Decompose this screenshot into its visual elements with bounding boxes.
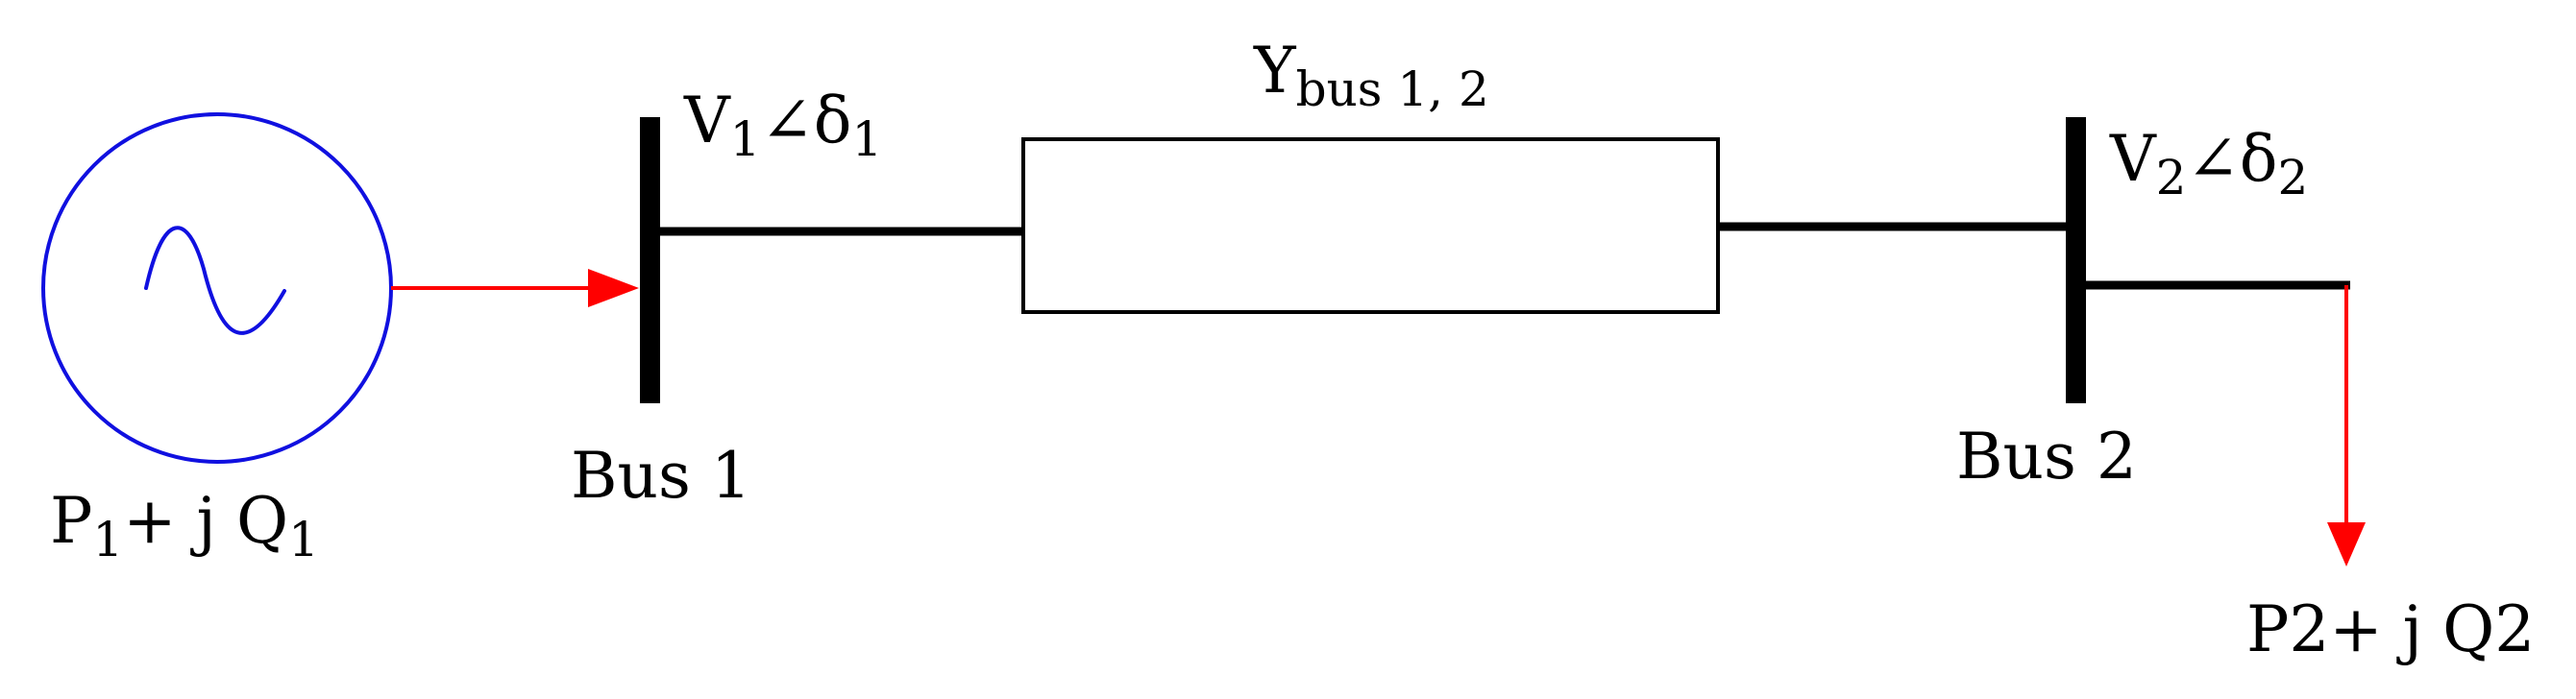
bus-1-voltage-angle: ∠δ bbox=[760, 84, 851, 157]
bus-2-bar bbox=[2066, 117, 2086, 403]
source-power-q-sub: 1 bbox=[288, 512, 319, 567]
bus-1-voltage-v: V bbox=[683, 84, 731, 157]
source-power-label: P1+ j Q1 bbox=[50, 484, 319, 567]
bus-2-name: Bus 2 bbox=[1956, 420, 2137, 494]
source-power-p: P bbox=[50, 484, 92, 558]
sine-wave-icon bbox=[144, 226, 286, 335]
line-admittance-y: Y bbox=[1253, 34, 1297, 108]
injection-arrow bbox=[391, 269, 639, 307]
line-admittance-sub: bus 1, 2 bbox=[1296, 61, 1489, 117]
bus-1-name: Bus 1 bbox=[571, 439, 751, 513]
bus-1-voltage-angle-sub: 1 bbox=[852, 111, 883, 167]
generator-source bbox=[41, 112, 393, 464]
bus-1-voltage-label: V1∠δ1 bbox=[683, 84, 882, 167]
bus-1-voltage-v-sub: 1 bbox=[730, 111, 761, 167]
source-power-q: + j Q bbox=[123, 484, 288, 558]
injection-arrow-head bbox=[588, 269, 639, 307]
line-admittance-box bbox=[1021, 137, 1720, 314]
bus-2-voltage-angle: ∠δ bbox=[2186, 122, 2277, 196]
load-power-label: P2+ j Q2 bbox=[2246, 592, 2535, 666]
generator-circle bbox=[41, 112, 393, 464]
line-admittance-label: Ybus 1, 2 bbox=[1253, 34, 1489, 117]
load-arrow bbox=[2327, 285, 2366, 566]
bus-2-voltage-label: V2∠δ2 bbox=[2109, 122, 2308, 205]
source-power-p-sub: 1 bbox=[92, 512, 123, 567]
bus-1-bar bbox=[640, 117, 660, 403]
load-arrow-head bbox=[2327, 522, 2366, 566]
bus-2-voltage-v-sub: 2 bbox=[2156, 150, 2187, 205]
bus-2-voltage-angle-sub: 2 bbox=[2278, 150, 2309, 205]
bus-2-voltage-v: V bbox=[2109, 122, 2157, 196]
